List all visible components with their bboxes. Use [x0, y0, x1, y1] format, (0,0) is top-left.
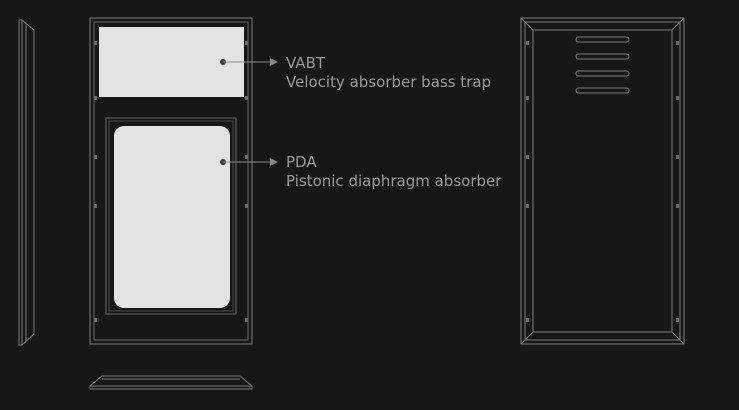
back-screws [526, 41, 679, 322]
pda-recess-inner [108, 120, 234, 312]
vabt-leader [220, 58, 278, 66]
vabt-callout: VABT Velocity absorber bass trap [286, 54, 491, 92]
pda-recess-outer [105, 117, 237, 315]
bottom-view [89, 375, 253, 390]
back-vent-slots [575, 36, 630, 94]
pda-callout: PDA Pistonic diaphragm absorber [286, 153, 501, 191]
front-frame-inner [93, 21, 249, 341]
pda-description: Pistonic diaphragm absorber [286, 172, 502, 190]
front-view [89, 17, 253, 345]
vabt-code: VABT [286, 54, 326, 72]
pda-arrow [270, 158, 278, 166]
front-screws [94, 41, 248, 322]
pda-code: PDA [286, 153, 317, 171]
vabt-arrow [270, 58, 278, 66]
side-view [18, 19, 35, 346]
pda-leader [220, 158, 278, 166]
back-view [520, 17, 685, 345]
vabt-description: Velocity absorber bass trap [286, 73, 492, 91]
pda-panel [114, 126, 230, 308]
vabt-panel [99, 27, 244, 97]
front-frame-outer [89, 17, 253, 345]
